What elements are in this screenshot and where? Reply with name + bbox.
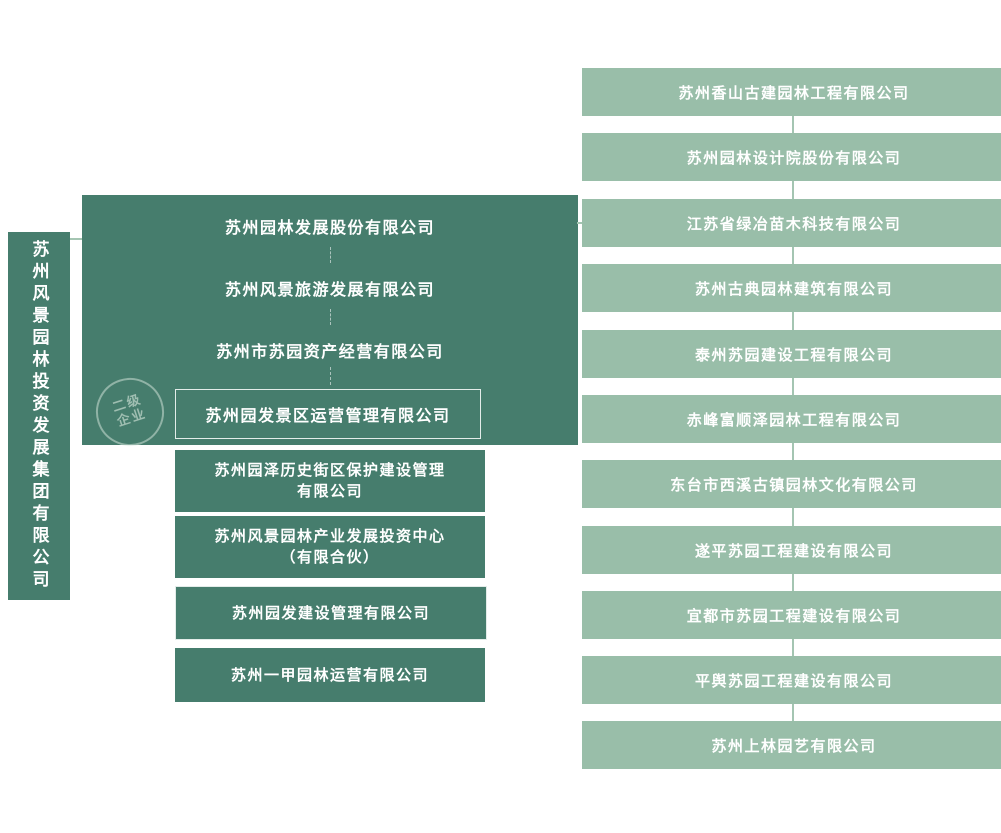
company-name-line: 苏州风景园林产业发展投资中心 <box>214 527 446 545</box>
level3-node: 苏州古典园林建筑有限公司 <box>582 264 1001 312</box>
company-name-line: 苏州园发建设管理有限公司 <box>231 603 430 622</box>
level3-node: 赤峰富顺泽园林工程有限公司 <box>582 395 1001 443</box>
root-company-node: 苏州风景园林投资发展集团有限公司 <box>8 232 70 600</box>
level3-node: 苏州香山古建园林工程有限公司 <box>582 68 1001 116</box>
connector-line <box>792 639 794 656</box>
level3-node: 泰州苏园建设工程有限公司 <box>582 330 1001 378</box>
connector-line <box>792 378 794 395</box>
connector-line <box>792 312 794 330</box>
level3-node: 苏州园林设计院股份有限公司 <box>582 133 1001 181</box>
level2-node-boxed: 苏州园发景区运营管理有限公司 <box>175 389 481 439</box>
level3-node: 宜都市苏园工程建设有限公司 <box>582 591 1001 639</box>
company-name-line: 有限公司 <box>296 482 363 500</box>
dashed-connector <box>330 309 331 325</box>
connector-line <box>792 443 794 460</box>
level2-node: 苏州园泽历史街区保护建设管理 有限公司 <box>175 450 485 512</box>
level2-node: 苏州一甲园林运营有限公司 <box>175 648 485 702</box>
level2-panel: 苏州园林发展股份有限公司 苏州风景旅游发展有限公司 苏州市苏园资产经营有限公司 … <box>82 195 578 445</box>
connector-line <box>792 116 794 133</box>
connector-line <box>792 508 794 526</box>
level2-node: 苏州市苏园资产经营有限公司 <box>216 342 444 361</box>
level3-node: 平舆苏园工程建设有限公司 <box>582 656 1001 704</box>
level2-node: 苏州风景旅游发展有限公司 <box>224 280 435 299</box>
company-name-line: 苏州园泽历史街区保护建设管理 <box>214 461 446 479</box>
level3-node: 遂平苏园工程建设有限公司 <box>582 526 1001 574</box>
connector-line <box>792 704 794 721</box>
level3-node: 苏州上林园艺有限公司 <box>582 721 1001 769</box>
connector-panel-to-level3 <box>577 222 583 224</box>
dashed-connector <box>330 247 331 263</box>
level3-node: 江苏省绿冶苗木科技有限公司 <box>582 199 1001 247</box>
connector-line <box>792 181 794 199</box>
connector-line <box>792 247 794 264</box>
root-company-label: 苏州风景园林投资发展集团有限公司 <box>28 240 49 592</box>
level2-node-boxed: 苏州园发建设管理有限公司 <box>175 586 487 640</box>
company-name-line: 苏州一甲园林运营有限公司 <box>230 665 429 684</box>
level3-node: 东台市西溪古镇园林文化有限公司 <box>582 460 1001 508</box>
company-name-line: （有限合伙） <box>280 548 380 566</box>
connector-line <box>792 574 794 591</box>
level2-node: 苏州园林发展股份有限公司 <box>224 218 435 237</box>
dashed-connector <box>330 367 331 385</box>
connector-root-to-panel <box>70 238 82 240</box>
level2-node: 苏州风景园林产业发展投资中心 （有限合伙） <box>175 516 485 578</box>
